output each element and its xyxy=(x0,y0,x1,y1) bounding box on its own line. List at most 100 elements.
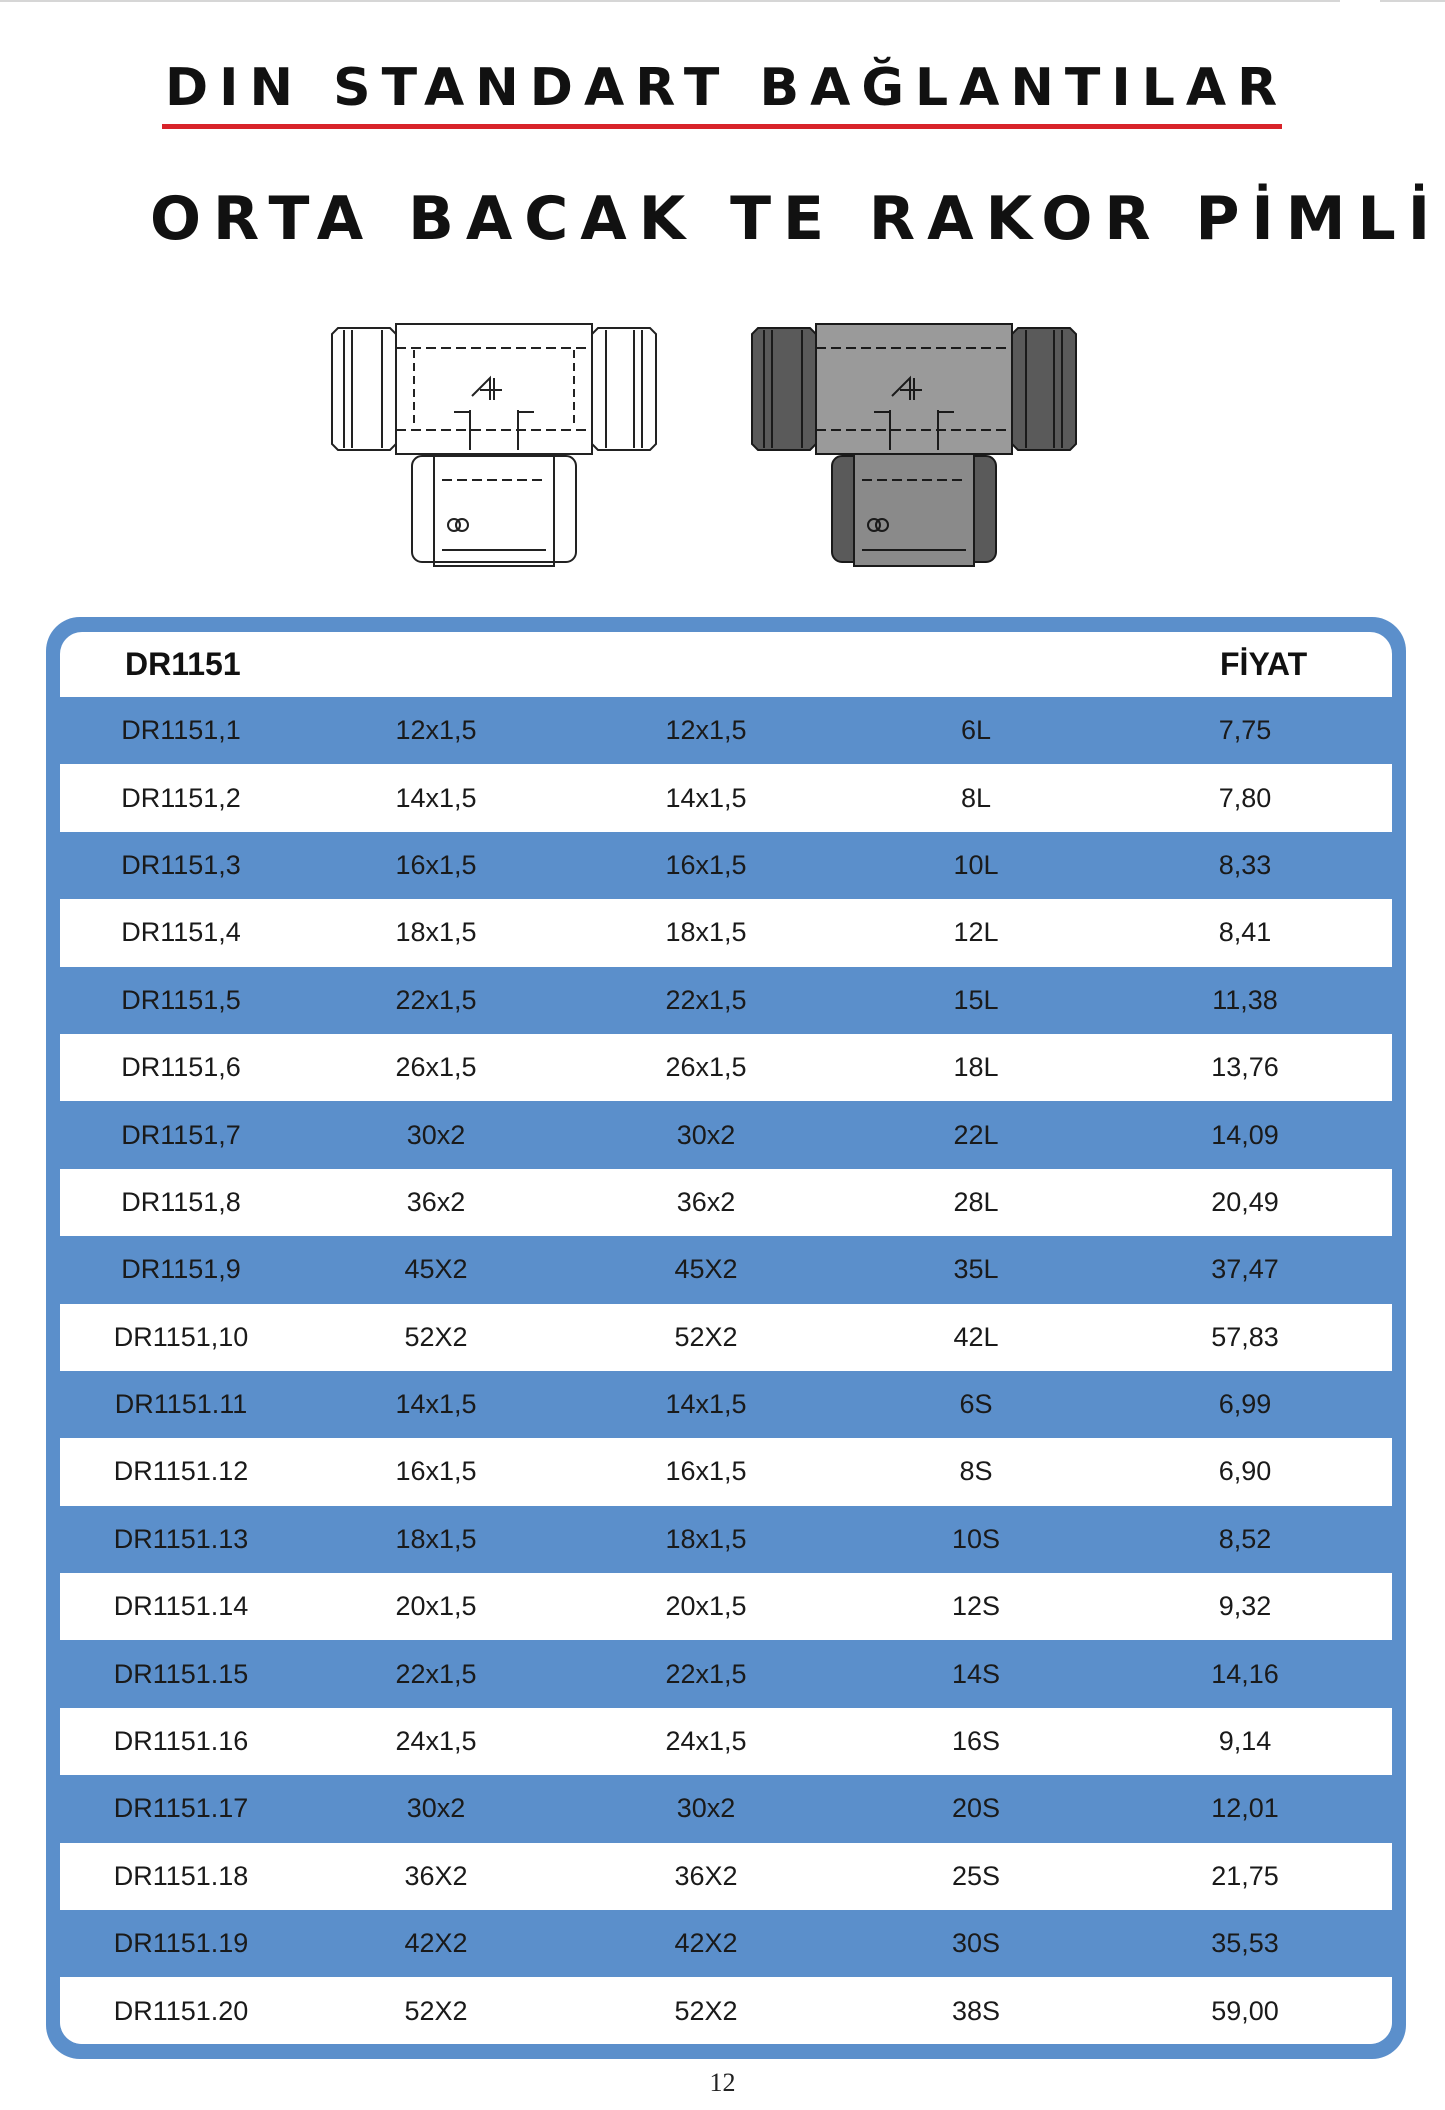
cell-product-code: DR1151,3 xyxy=(121,849,241,880)
cell-price: 8,41 xyxy=(1218,917,1272,948)
tee-fitting-outline-drawing xyxy=(331,323,657,567)
cell-pipe-size: 8S xyxy=(959,1456,993,1487)
cell-product-code: DR1151,10 xyxy=(113,1321,249,1352)
cell-price: 12,01 xyxy=(1211,1793,1279,1824)
cell-price: 14,09 xyxy=(1211,1119,1279,1150)
cell-pipe-size: 15L xyxy=(953,984,999,1015)
cell-price: 8,33 xyxy=(1218,849,1272,880)
cell-product-code: DR1151.17 xyxy=(113,1793,249,1824)
cell-pipe-size: 14S xyxy=(951,1658,1001,1689)
cell-thread-size-a: 18x1,5 xyxy=(395,1523,477,1554)
cell-product-code: DR1151.15 xyxy=(113,1658,249,1689)
cell-product-code: DR1151,1 xyxy=(121,715,241,746)
cell-product-code: DR1151.19 xyxy=(113,1928,249,1959)
cell-thread-size-a: 30x2 xyxy=(406,1119,466,1150)
cell-pipe-size: 10S xyxy=(951,1523,1001,1554)
cell-pipe-size: 6L xyxy=(960,715,992,746)
table-header: DR1151 FİYAT xyxy=(60,632,1392,697)
cell-thread-size-a: 45X2 xyxy=(404,1254,468,1285)
cell-pipe-size: 25S xyxy=(951,1860,1001,1891)
cell-thread-size-a: 16x1,5 xyxy=(395,1456,477,1487)
cell-pipe-size: 12L xyxy=(953,917,999,948)
cell-price: 13,76 xyxy=(1211,1052,1279,1083)
section-title-underline xyxy=(162,124,1282,129)
table-row: DR1151,8 36x2 36x2 28L 20,49 xyxy=(60,1168,1392,1237)
cell-thread-size-b: 22x1,5 xyxy=(665,984,747,1015)
cell-thread-size-a: 42X2 xyxy=(404,1928,468,1959)
cell-pipe-size: 10L xyxy=(953,849,999,880)
cell-thread-size-b: 24x1,5 xyxy=(665,1726,747,1757)
top-divider xyxy=(0,0,1340,2)
table-row: DR1151.13 18x1,5 18x1,5 10S 8,52 xyxy=(60,1505,1392,1574)
cell-pipe-size: 20S xyxy=(951,1793,1001,1824)
cell-thread-size-a: 26x1,5 xyxy=(395,1052,477,1083)
cell-pipe-size: 30S xyxy=(951,1928,1001,1959)
cell-product-code: DR1151.16 xyxy=(113,1726,249,1757)
cell-pipe-size: 28L xyxy=(953,1186,999,1217)
cell-thread-size-b: 36x2 xyxy=(676,1186,736,1217)
cell-product-code: DR1151,4 xyxy=(121,917,241,948)
tee-fitting-shaded-drawing xyxy=(751,323,1077,567)
cell-thread-size-a: 52X2 xyxy=(404,1995,468,2026)
cell-thread-size-b: 26x1,5 xyxy=(665,1052,747,1083)
cell-thread-size-b: 30x2 xyxy=(676,1119,736,1150)
cell-price: 20,49 xyxy=(1211,1186,1279,1217)
cell-product-code: DR1151.18 xyxy=(113,1860,249,1891)
cell-product-code: DR1151.13 xyxy=(113,1523,249,1554)
cell-thread-size-a: 12x1,5 xyxy=(395,715,477,746)
catalog-section-title: DIN STANDART BAĞLANTILAR xyxy=(165,58,1289,118)
cell-thread-size-a: 16x1,5 xyxy=(395,849,477,880)
cell-pipe-size: 12S xyxy=(951,1591,1001,1622)
cell-thread-size-b: 18x1,5 xyxy=(665,1523,747,1554)
cell-thread-size-b: 18x1,5 xyxy=(665,917,747,948)
cell-pipe-size: 18L xyxy=(953,1052,999,1083)
cell-thread-size-b: 42X2 xyxy=(674,1928,738,1959)
top-divider-right xyxy=(1380,0,1445,2)
cell-pipe-size: 16S xyxy=(951,1726,1001,1757)
cell-price: 14,16 xyxy=(1211,1658,1279,1689)
cell-pipe-size: 42L xyxy=(953,1321,999,1352)
cell-price: 21,75 xyxy=(1211,1860,1279,1891)
cell-product-code: DR1151.14 xyxy=(113,1591,249,1622)
cell-price: 57,83 xyxy=(1211,1321,1279,1352)
cell-thread-size-a: 36x2 xyxy=(406,1186,466,1217)
cell-price: 9,14 xyxy=(1218,1726,1272,1757)
cell-thread-size-a: 36X2 xyxy=(404,1860,468,1891)
cell-product-code: DR1151,6 xyxy=(121,1052,241,1083)
cell-price: 59,00 xyxy=(1211,1995,1279,2026)
cell-thread-size-a: 14x1,5 xyxy=(395,782,477,813)
cell-product-code: DR1151,2 xyxy=(121,782,241,813)
cell-thread-size-a: 14x1,5 xyxy=(395,1389,477,1420)
cell-price: 6,90 xyxy=(1218,1456,1272,1487)
cell-thread-size-b: 14x1,5 xyxy=(665,782,747,813)
cell-thread-size-a: 30x2 xyxy=(406,1793,466,1824)
cell-thread-size-b: 36X2 xyxy=(674,1860,738,1891)
cell-product-code: DR1151,8 xyxy=(121,1186,241,1217)
cell-product-code: DR1151,9 xyxy=(121,1254,241,1285)
cell-price: 7,80 xyxy=(1218,782,1272,813)
cell-pipe-size: 22L xyxy=(953,1119,999,1150)
cell-product-code: DR1151.11 xyxy=(114,1389,248,1420)
cell-product-code: DR1151.20 xyxy=(113,1995,249,2026)
cell-product-code: DR1151,7 xyxy=(121,1119,241,1150)
cell-price: 8,52 xyxy=(1218,1523,1272,1554)
table-row: DR1151.18 36X2 36X2 25S 21,75 xyxy=(60,1842,1392,1911)
cell-pipe-size: 38S xyxy=(951,1995,1001,2026)
